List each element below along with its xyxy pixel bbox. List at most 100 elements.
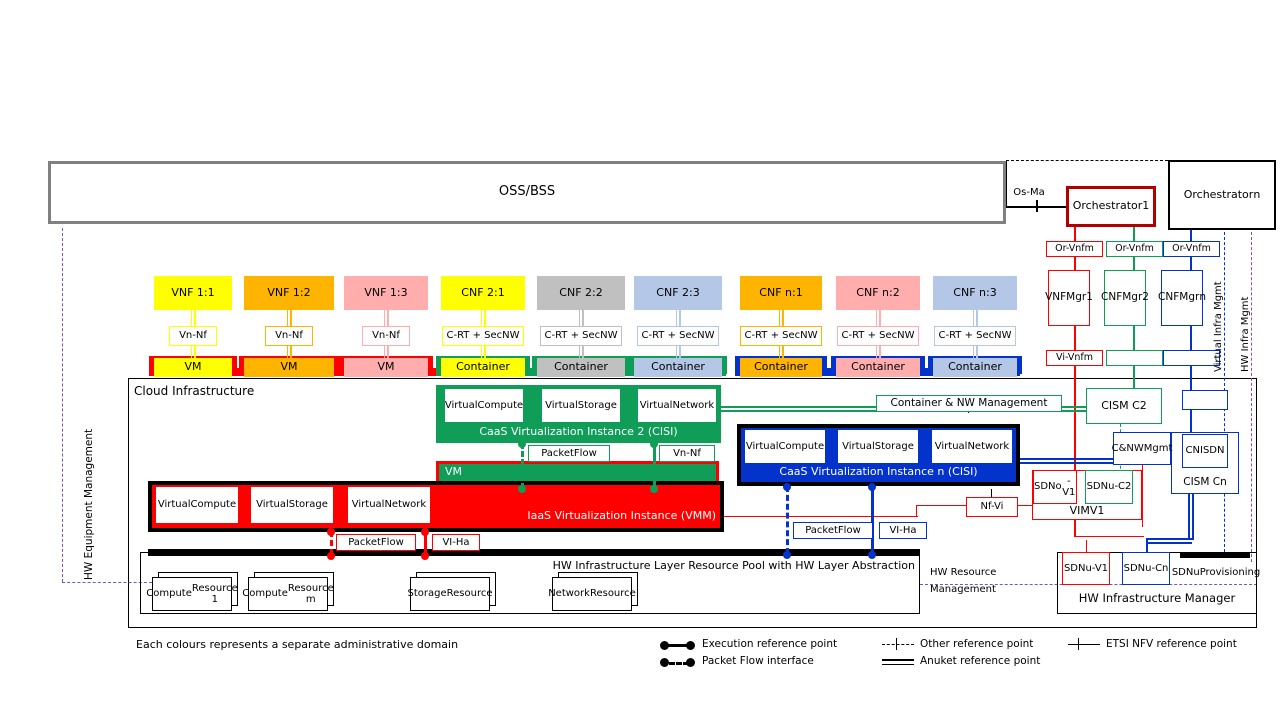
label-line: Virtual [444, 399, 478, 411]
caas2-vm-box[interactable]: VM [439, 464, 716, 481]
cnfmgrn-to-vivnfm-blue [1190, 326, 1192, 350]
vnf-box-cnf-2-2[interactable]: CNF 2:2 [537, 276, 625, 310]
vnf-box-cnf-2-3[interactable]: CNF 2:3 [634, 276, 722, 310]
cism-cn-upper-stub-box [1182, 390, 1228, 410]
cnfmgr2-to-vivnfm-green [1133, 326, 1135, 350]
caas2-packetflow-dot-bottom [518, 485, 526, 493]
label-line: Virtual [351, 499, 385, 511]
refpoint-label: PacketFlow [805, 524, 861, 536]
or-vnfm-box-2: Or-Vnfm [1106, 241, 1163, 257]
vnf-box-cnf-n-2[interactable]: CNF n:2 [836, 276, 920, 310]
label-line: Mgr [1066, 291, 1087, 304]
legend-packetflow-dot-right [685, 657, 695, 667]
legend-execution-line [664, 643, 690, 647]
legend-text: Anuket reference point [920, 655, 1041, 668]
vnf-box-vnf-1-1[interactable]: VNF 1:1 [154, 276, 232, 310]
hw-resource-mgmt-line1: HW Resource [930, 567, 997, 579]
caas2-packetflow-dotted [521, 443, 524, 489]
unit-label: Container [948, 360, 1002, 374]
unit-box-container-6[interactable]: Container [634, 358, 722, 377]
caas2-vnnf-dot-top [650, 440, 658, 448]
nf-vi-red-right [1018, 505, 1034, 507]
legend-label-anuket: Anuket reference point [920, 654, 1090, 670]
iaas-packetflow-dot-bottom [327, 552, 335, 560]
orvnfm-to-cnfmgrn-blue [1190, 257, 1192, 270]
legend-execution-dot-right [685, 640, 695, 650]
cloud-infrastructure-label: Cloud Infrastructure [134, 384, 294, 400]
unit-box-container-5[interactable]: Container [537, 358, 625, 377]
refpoint-label: PacketFlow [541, 447, 597, 459]
unit-box-vm-3[interactable]: VM [344, 358, 428, 377]
caas2-vm-label: VM [445, 465, 463, 479]
unit-box-container-9[interactable]: Container [933, 358, 1017, 377]
label-line: Network [672, 399, 715, 411]
label-line: -V1 [1091, 562, 1109, 574]
cnfmgr2-to-cism-green [1133, 366, 1135, 388]
vi-vnfm-box-1: Vi-Vnfm [1046, 350, 1103, 366]
nf-vi-box: Nf-Vi [966, 497, 1018, 517]
refpoint-label: VI-Ha [889, 524, 917, 536]
label-line: Network [384, 499, 427, 511]
label-line: SDNu [1063, 562, 1092, 574]
hw-abstraction-bar [148, 549, 920, 556]
os-ma-text: Os-Ma [1013, 187, 1045, 199]
unit-box-container-8[interactable]: Container [836, 358, 920, 377]
label-line: -V1 [1062, 475, 1076, 498]
cism-c2-box[interactable]: CISM C2 [1086, 388, 1162, 424]
reference-point-label: C-RT + SecNW [544, 330, 618, 342]
unit-label: Container [651, 360, 705, 374]
container-nw-management-label: Container & NW Management [890, 396, 1048, 409]
vnf-box-vnf-1-2[interactable]: VNF 1:2 [244, 276, 334, 310]
vim-red-bottom-run [1074, 536, 1144, 538]
caasn-refpoint-packetflow: PacketFlow [793, 522, 873, 539]
reference-point-label: Vn-Nf [372, 330, 400, 342]
label-line: 1 [1086, 291, 1093, 304]
orvnfm-to-cnfmgr2-green [1133, 257, 1135, 270]
label-line: Compute [146, 588, 192, 600]
label-line: Orchestrator [1072, 199, 1143, 213]
reference-point-c-rtsecnw-8: C-RT + SecNW [837, 326, 919, 346]
or-vnfm-label: Or-Vnfm [1115, 242, 1154, 254]
unit-box-container-4[interactable]: Container [441, 358, 525, 377]
or-vnfm-box-1: Or-Vnfm [1046, 241, 1103, 257]
reference-point-vn-nf-3: Vn-Nf [362, 326, 410, 346]
sdno-v1-red-riser [1074, 520, 1076, 537]
footnote: Each colours represents a separate admin… [136, 637, 496, 653]
label-line: Compute [242, 588, 288, 600]
oss-bss-box: OSS/BSS [48, 161, 1006, 224]
vnf-name: CNF 2:2 [559, 285, 603, 299]
unit-box-vm-2[interactable]: VM [244, 358, 334, 377]
unit-box-container-7[interactable]: Container [740, 358, 822, 377]
or-vnfm-box-3: Or-Vnfm [1163, 241, 1220, 257]
vnf-box-cnf-2-1[interactable]: CNF 2:1 [441, 276, 525, 310]
label-line: Resource [589, 588, 636, 600]
reference-point-c-rtsecnw-5: C-RT + SecNW [540, 326, 622, 346]
label-line: Provisioning [1199, 567, 1261, 579]
vnf-box-vnf-1-3[interactable]: VNF 1:3 [344, 276, 428, 310]
legend-packetflow-dotted [669, 662, 689, 665]
caasn-viha-dot-bottom [868, 551, 876, 559]
reference-point-label: Vn-Nf [179, 330, 207, 342]
iaas-packetflow-dot-top [327, 528, 335, 536]
label-line: Storage [874, 440, 914, 452]
iaas-to-nfvi-red-riser [916, 505, 918, 517]
unit-box-vm-1[interactable]: VM [154, 358, 232, 377]
reference-point-c-rtsecnw-9: C-RT + SecNW [934, 326, 1016, 346]
vnf-box-cnf-n-1[interactable]: CNF n:1 [740, 276, 822, 310]
vnf-box-cnf-n-3[interactable]: CNF n:3 [933, 276, 1017, 310]
